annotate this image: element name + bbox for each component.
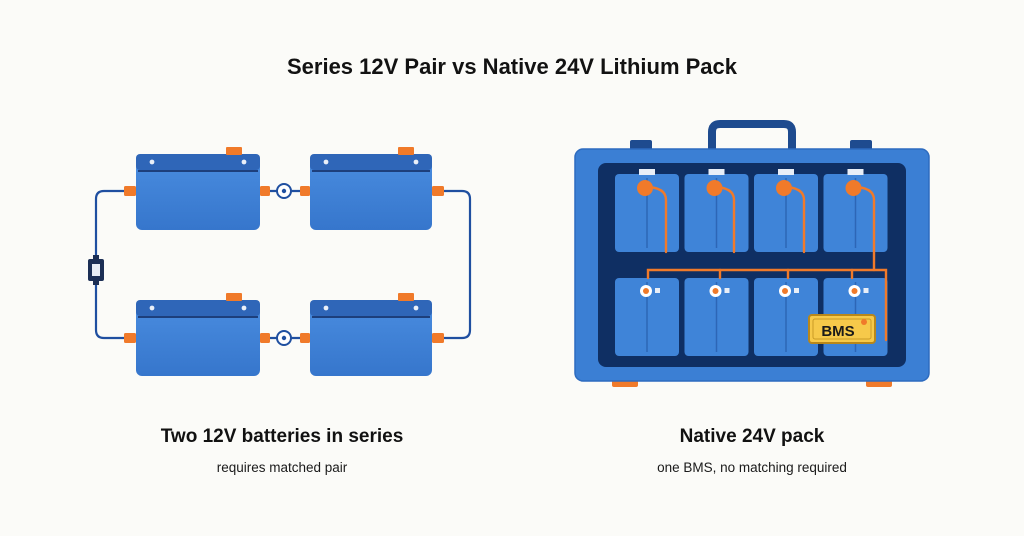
left-caption: Two 12V batteries in series requires mat… [132, 426, 432, 475]
battery-icon [124, 147, 270, 230]
cell-icon [823, 169, 888, 252]
right-caption-title: Native 24V pack [679, 426, 825, 447]
cell-icon [615, 169, 679, 252]
balance-wiring [643, 185, 888, 342]
battery-icon [300, 147, 444, 230]
left-caption-title: Two 12V batteries in series [160, 426, 404, 447]
handle-icon [708, 120, 796, 150]
battery-icon [300, 293, 444, 376]
page-title: Series 12V Pair vs Native 24V Lithium Pa… [286, 54, 738, 79]
cell-icon [684, 278, 749, 356]
right-caption-subtitle: one BMS, no matching required [657, 460, 847, 475]
battery-icon [124, 293, 270, 376]
cell-icon [754, 169, 818, 252]
left-caption-subtitle: requires matched pair [216, 460, 348, 475]
right-caption: Native 24V pack one BMS, no matching req… [602, 426, 902, 475]
series-link-connector-top [276, 183, 292, 199]
cell-icon [754, 278, 818, 356]
bms-icon: BMS [808, 314, 876, 344]
cell-icon [615, 278, 679, 356]
series-link-connector-bottom [276, 330, 292, 346]
bms-label: BMS [821, 323, 854, 340]
fuse-icon [88, 255, 104, 285]
cell-icon [684, 169, 749, 252]
